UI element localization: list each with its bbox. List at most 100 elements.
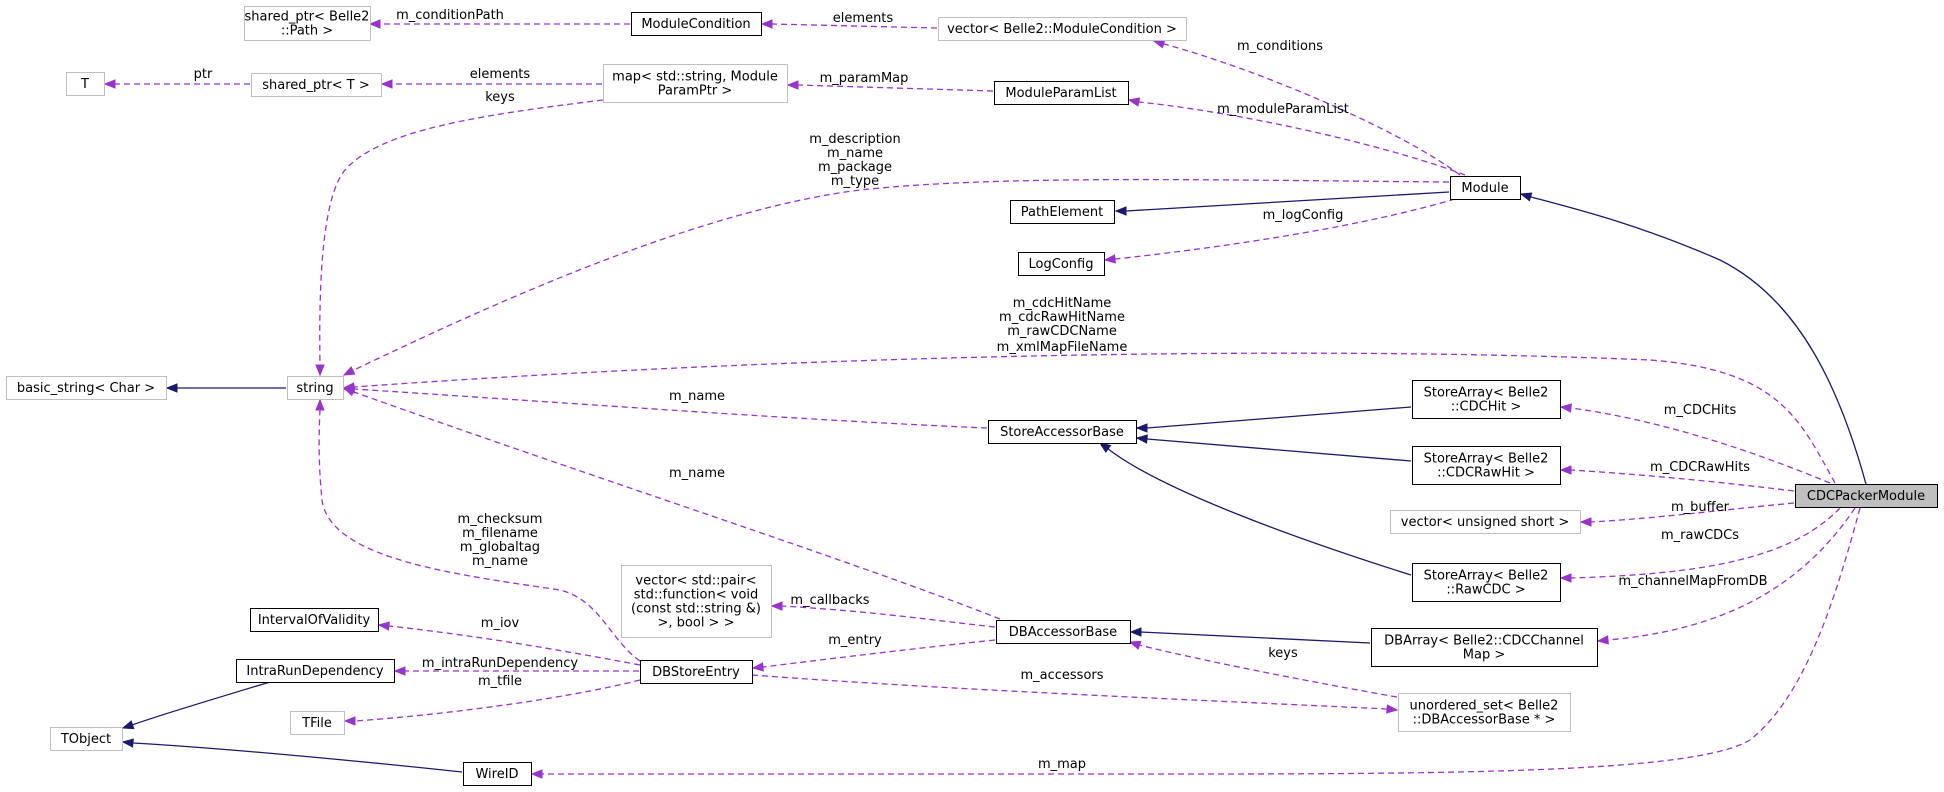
class-name-label: ::CDCRawHit > (1437, 466, 1535, 481)
arrowhead-icon (1519, 192, 1533, 202)
arrowhead-icon (342, 366, 356, 376)
class-node-basic-string[interactable]: basic_string< Char > (6, 376, 167, 400)
class-node-tobject[interactable]: TObject (50, 727, 123, 751)
class-node-vector-pair[interactable]: vector< std::pair<std::function< void(co… (621, 565, 772, 638)
class-name-label: (const std::string &) (631, 602, 761, 617)
inheritance-edge (1099, 442, 1412, 576)
class-name-label: StoreArray< Belle2 (1424, 386, 1549, 401)
class-box (631, 12, 762, 36)
class-node-tfile[interactable]: TFile (290, 711, 345, 735)
arrowhead-icon (1127, 97, 1141, 107)
edge-label: m_CDCRawHits (1650, 460, 1750, 475)
arrowhead-icon (786, 80, 799, 90)
inheritance-edge (1136, 437, 1412, 462)
class-node-moduleparamlist[interactable]: ModuleParamList (994, 81, 1129, 105)
class-box (938, 17, 1187, 41)
class-node-cdcpackermodule[interactable]: CDCPackerModule (1795, 484, 1938, 508)
usage-edge (343, 352, 1836, 484)
class-box (50, 727, 123, 751)
class-name-label: vector< Belle2::ModuleCondition > (947, 22, 1177, 37)
class-node-shared-ptr-t[interactable]: shared_ptr< T > (251, 73, 382, 97)
class-name-label: ::Path > (281, 24, 333, 39)
class-box (463, 762, 532, 786)
class-box (996, 620, 1131, 644)
class-name-label: TObject (60, 732, 111, 747)
class-name-label: TFile (301, 716, 332, 731)
arrowhead-icon (1152, 39, 1166, 49)
edge-label: m_cdcRawHitName (999, 310, 1125, 325)
class-box (236, 659, 395, 683)
arrowhead-icon (315, 398, 325, 411)
class-node-vector-modulecondition[interactable]: vector< Belle2::ModuleCondition > (938, 17, 1187, 41)
arrowhead-icon (121, 738, 134, 748)
inheritance-edge (1137, 406, 1412, 429)
edge-label: m_checksum (458, 512, 543, 527)
usage-edge (319, 99, 604, 375)
arrowhead-icon (315, 364, 325, 377)
edge-label: elements (833, 11, 894, 26)
class-name-label: ModuleParamList (1005, 86, 1116, 101)
class-node-pathelement[interactable]: PathElement (1010, 200, 1115, 224)
usage-edge (318, 400, 641, 662)
arrowhead-icon (1559, 465, 1572, 475)
edge-label: m_accessors (1020, 668, 1103, 683)
arrowhead-icon (1103, 254, 1116, 264)
class-node-storeaccessorbase[interactable]: StoreAccessorBase (988, 420, 1137, 444)
arrowhead-icon (770, 601, 783, 611)
class-node-storearray-rawcdc[interactable]: StoreArray< Belle2::RawCDC > (1412, 563, 1561, 602)
edge-cdc-module (1519, 192, 1867, 485)
class-node-intrarundependency[interactable]: IntraRunDependency (236, 659, 395, 683)
class-box (290, 711, 345, 735)
class-box (1412, 380, 1561, 419)
class-node-shared-ptr-path[interactable]: shared_ptr< Belle2::Path > (244, 6, 371, 41)
class-node-dbaccessorbase[interactable]: DBAccessorBase (996, 620, 1131, 644)
edge-cdc-cdcrawhits: m_CDCRawHits (1559, 460, 1795, 492)
class-node-unordered-set[interactable]: unordered_set< Belle2::DBAccessorBase * … (1398, 693, 1571, 732)
class-node-vector-ushort[interactable]: vector< unsigned short > (1390, 510, 1581, 534)
class-node-storearray-cdcrawhit[interactable]: StoreArray< Belle2::CDCRawHit > (1412, 446, 1561, 485)
class-name-label: DBAccessorBase (1009, 625, 1117, 640)
class-node-logconfig[interactable]: LogConfig (1018, 252, 1105, 276)
edge-map-elements: elements (380, 67, 602, 89)
usage-edge (752, 639, 996, 669)
class-node-storearray-cdchit[interactable]: StoreArray< Belle2::CDCHit > (1412, 380, 1561, 419)
class-node-intervalofvalidity[interactable]: IntervalOfValidity (250, 608, 379, 632)
class-box (1412, 563, 1561, 602)
class-name-label: StoreArray< Belle2 (1424, 452, 1549, 467)
usage-edge (345, 679, 641, 722)
class-node-string[interactable]: string (287, 376, 344, 400)
edge-label: keys (1268, 646, 1298, 661)
nodes-layer: CDCPackerModule ModulePathElementLogConfi… (6, 6, 1938, 786)
arrowhead-icon (1114, 206, 1127, 216)
edge-label: m_intraRunDependency (422, 656, 578, 671)
class-node-t[interactable]: T (66, 72, 105, 96)
edge-modcond-condpath: m_conditionPath (368, 8, 630, 29)
edge-sa-cdchit-inherit (1135, 406, 1412, 433)
class-name-label: map< std::string, Module (612, 70, 778, 85)
inheritance-edge (122, 741, 463, 773)
edge-label: m_name (669, 389, 725, 404)
arrowhead-icon (165, 383, 178, 393)
edge-label: m_rawCDCName (1007, 324, 1117, 339)
edge-label: m_name (669, 466, 725, 481)
class-name-label: unordered_set< Belle2 (1410, 699, 1559, 714)
arrowhead-icon (368, 19, 381, 29)
class-node-module[interactable]: Module (1450, 176, 1521, 200)
edge-label: m_channelMapFromDB (1618, 574, 1767, 589)
edge-label: m_type (831, 174, 879, 189)
arrowhead-icon (1135, 423, 1148, 433)
arrowhead-icon (1098, 442, 1112, 453)
class-box (244, 6, 371, 41)
class-name-label: LogConfig (1029, 257, 1094, 272)
class-node-modulecondition[interactable]: ModuleCondition (631, 12, 762, 36)
class-node-dbstoreentry[interactable]: DBStoreEntry (640, 660, 753, 684)
class-name-label: vector< unsigned short > (1401, 515, 1569, 530)
class-box (621, 565, 772, 638)
class-box (287, 376, 344, 400)
class-node-wireid[interactable]: WireID (463, 762, 532, 786)
